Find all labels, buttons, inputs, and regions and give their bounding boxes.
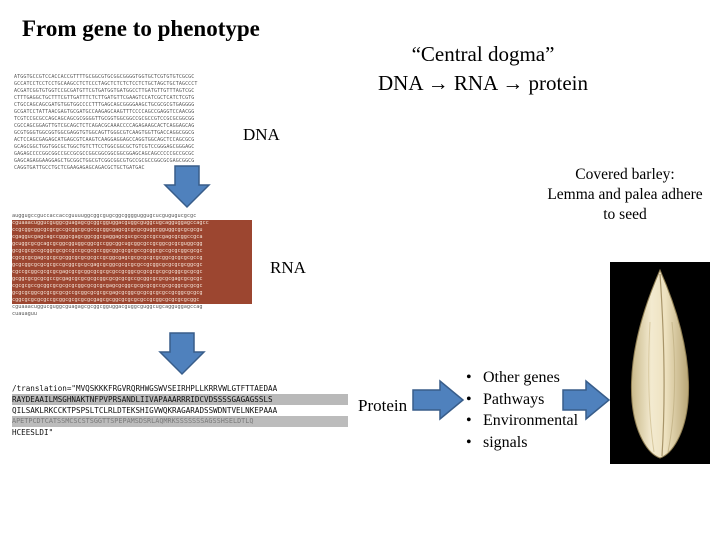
protein-label: Protein [358, 396, 408, 415]
sequence-line: cggcgcgcgcgccgcggcgcgcgcgcgagcgcggcgcgcg… [12, 297, 252, 304]
sequence-line: TCGTCCGCGCCAGCAGCAGCGCGGGGTTGCGGTGGCGGCC… [14, 116, 195, 122]
rna-sequence-panel: auggugccguccaccaccguuuuggcggcgugcggcgggg… [12, 213, 252, 317]
caption-line: Lemma and palea adhere [547, 186, 703, 203]
sequence-line: gcuggcgcgcagcgcggcgguggcggcgccggcggcugcg… [12, 241, 252, 248]
list-item: signals [466, 432, 578, 454]
influencing-factors-list: Other genes Pathways Environmental signa… [466, 367, 578, 453]
list-item: Pathways [466, 389, 578, 411]
sequence-line: cgccgcggcgcgcgcgagcgcgcggcgcgcgcgccgcggc… [12, 269, 252, 276]
sequence-line: GAGCAGAGGAAGGAGCTGCGGCTGGCGTCGGCGGCGTGCC… [14, 158, 195, 164]
protein-sequence-panel: /translation="MVQSKKKFRGVRQRHWGSWVSEIRHP… [12, 383, 348, 455]
sequence-line: cgcgcgccgcggcgcgcgcgcggcgcgcgcgagcgcggcg… [12, 283, 252, 290]
down-arrow-icon [158, 332, 206, 376]
barley-caption: Covered barley: Lemma and palea adhere t… [530, 165, 720, 225]
sequence-line: CGCCAGCGGAGTTGTCGCAGCTCTCAGACGCAAACCCCAG… [14, 123, 195, 129]
sequence-line: CAGGTGATTGCCTGCTCGAAGAGAGCAGACGCTGCTGATG… [14, 165, 145, 171]
barley-grain-image [610, 262, 710, 464]
sequence-line: QILSAKLRKCCKTPSPSLTCLRLDTEKSHIGVWQKRAGAR… [12, 406, 278, 415]
dogma-flow: DNA → RNA → protein [378, 71, 588, 95]
sequence-line: CTTTGAGGCTGCTTTCGTTGATTTCTCTTGATGTTCGAAG… [14, 95, 195, 101]
sequence-line: GCCATCCTCCTCCTGCAAGCCTCTCCCTAGCTCTCTCTCC… [14, 81, 198, 87]
dna-sequence-panel: ATGGTGCCGTCCACCACCGTTTTGCGGCGTGCGGCGGGGT… [14, 74, 236, 172]
caption-line: to seed [603, 206, 647, 223]
sequence-line: gcgcgcggcgcgcgcgcgccgcggcgcgcgcgagcgcggc… [12, 290, 252, 297]
sequence-line: HCEESLDI" [12, 428, 54, 437]
sequence-line: GCGTGGGTGGCGGTGGCGAGGTGTGGCAGTTGGGCGTCAA… [14, 130, 195, 136]
sequence-line: GAGAGCCCCGGCGGCCGCCGCGCCGGCGGCGGCGGCGGAG… [14, 151, 195, 157]
sequence-line: gcgcgcgccgcggcgcgccgccgcgcgccggcggcgcgcg… [12, 248, 252, 255]
sequence-line: CTGCCAGCAGCGATGTGGTGGCCCCTTTGAGCAGCGGGGA… [14, 102, 195, 108]
dna-label: DNA [243, 125, 280, 144]
sequence-line: APETPCDTCATSSMCSCSTSGGTTSPEPAMSDSRLAQMRK… [12, 416, 348, 427]
sequence-line: cuauaguu [12, 311, 37, 317]
sequence-line: gcgcggcgcgcgcgccgcggcgcgcgagcgcggcgcgcgc… [12, 262, 252, 269]
right-arrow-icon [412, 379, 465, 421]
sequence-line: ACGATCGGTGTGGTCCGCGATGTTCGTGATGGTGATGGCC… [14, 88, 195, 94]
sequence-line: gcggcgcgcgcgccgcgagcgcgcgcgcggcgcgcgcgcc… [12, 276, 252, 283]
sequence-line: GCGATCCTATTAACGAGTGCGATGCCAAGAGCAAGTTTCC… [14, 109, 195, 115]
sequence-line: cgaggucgagcagccgggcgagcggcggcgaggagcgucg… [12, 234, 252, 241]
sequence-line: cgcgcgcgagcgcgcgcggcgcgcgcgccgcggcgagcgc… [12, 255, 252, 262]
rna-label: RNA [270, 258, 306, 277]
sequence-line: cguaaacuggucguggcguagagcgcggcgguggacgugg… [12, 220, 252, 227]
slide-title: From gene to phenotype [22, 16, 260, 41]
sequence-line: GCAGCGGCTGGTGGCGCTGGCTGTCTTCCTGGCGGCGCTG… [14, 144, 195, 150]
caption-line: Covered barley: [575, 166, 675, 183]
sequence-line: auggugccguccaccaccguuuuggcggcgugcggcgggg… [12, 213, 197, 219]
right-arrow-icon [562, 379, 611, 421]
list-item: Other genes [466, 367, 578, 389]
sequence-line: /translation="MVQSKKKFRGVRQRHWGSWVSEIRHP… [12, 384, 278, 393]
sequence-line: cguaaacuggucguggcguagagcgcggcgguggacgugg… [12, 304, 203, 310]
sequence-line: ACTCCAGCGAGAGCATGAGCGTCAAGTCAAGGAGGAGCCA… [14, 137, 195, 143]
central-dogma-text: “Central dogma” DNA → RNA → protein [378, 40, 588, 98]
sequence-line: ccgcggcggcgcgcgccgcggcgcgccgcggcgagcgcgc… [12, 227, 252, 234]
sequence-line: RAYDEAAILMSGHNAKTNFPVPRSANDLIIVAPAAARRRI… [12, 394, 348, 405]
dogma-heading: “Central dogma” [411, 42, 555, 66]
sequence-line: ATGGTGCCGTCCACCACCGTTTTGCGGCGTGCGGCGGGGT… [14, 74, 195, 80]
list-item: Environmental [466, 410, 578, 432]
down-arrow-icon [163, 165, 211, 209]
